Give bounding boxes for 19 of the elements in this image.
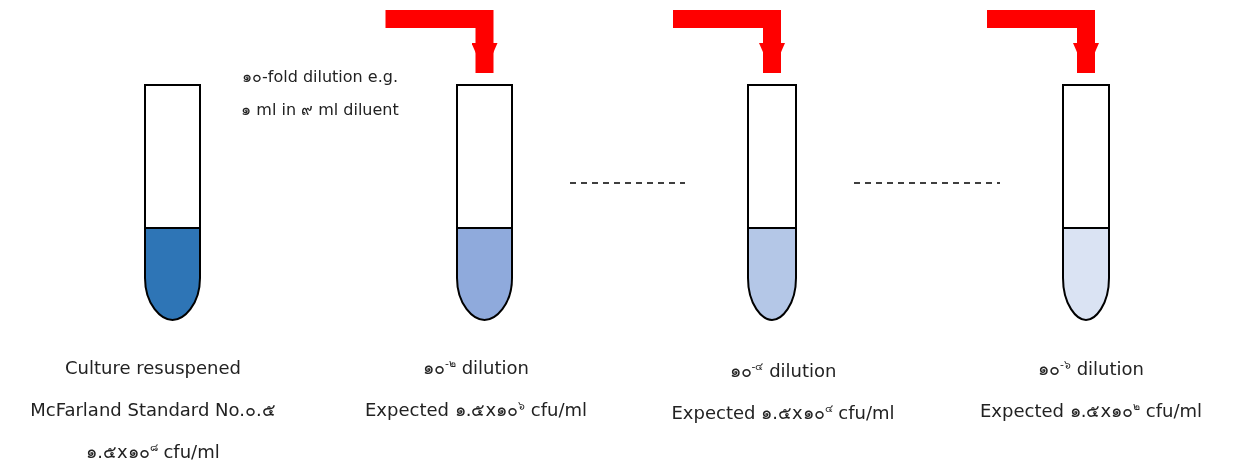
test-tube <box>457 85 512 320</box>
dashed-line <box>569 182 686 184</box>
caption-text: McFarland Standard No.๐.๕ <box>29 398 277 422</box>
arrow <box>385 10 498 73</box>
dashed-line <box>853 182 1001 184</box>
arrow <box>987 10 1099 73</box>
caption-text: ๑๐$^{-๖}$ dilution <box>1037 357 1145 381</box>
caption-text: Expected ๑.๕x๑๐$^{๔}$ cfu/ml <box>670 401 896 425</box>
caption-text: Expected ๑.๕x๑๐$^{๖}$ cfu/ml <box>363 398 588 422</box>
caption-text: ๑.๕x๑๐$^{๘}$ cfu/ml <box>85 440 221 464</box>
caption-text: ๑๐$^{-๒}$ dilution <box>422 356 530 380</box>
test-tube <box>145 85 200 320</box>
arrow <box>673 10 785 73</box>
test-tube <box>1063 85 1109 320</box>
test-tube <box>748 85 796 320</box>
caption-text: Culture resuspened <box>64 356 242 380</box>
caption-text: Expected ๑.๕x๑๐$^{๒}$ cfu/ml <box>978 399 1203 423</box>
caption-text: ๑๐$^{-๔}$ dilution <box>728 359 838 383</box>
note-text: ๑๐-fold dilution e.g. ๑ ml in ๙ ml diluent <box>240 66 400 121</box>
